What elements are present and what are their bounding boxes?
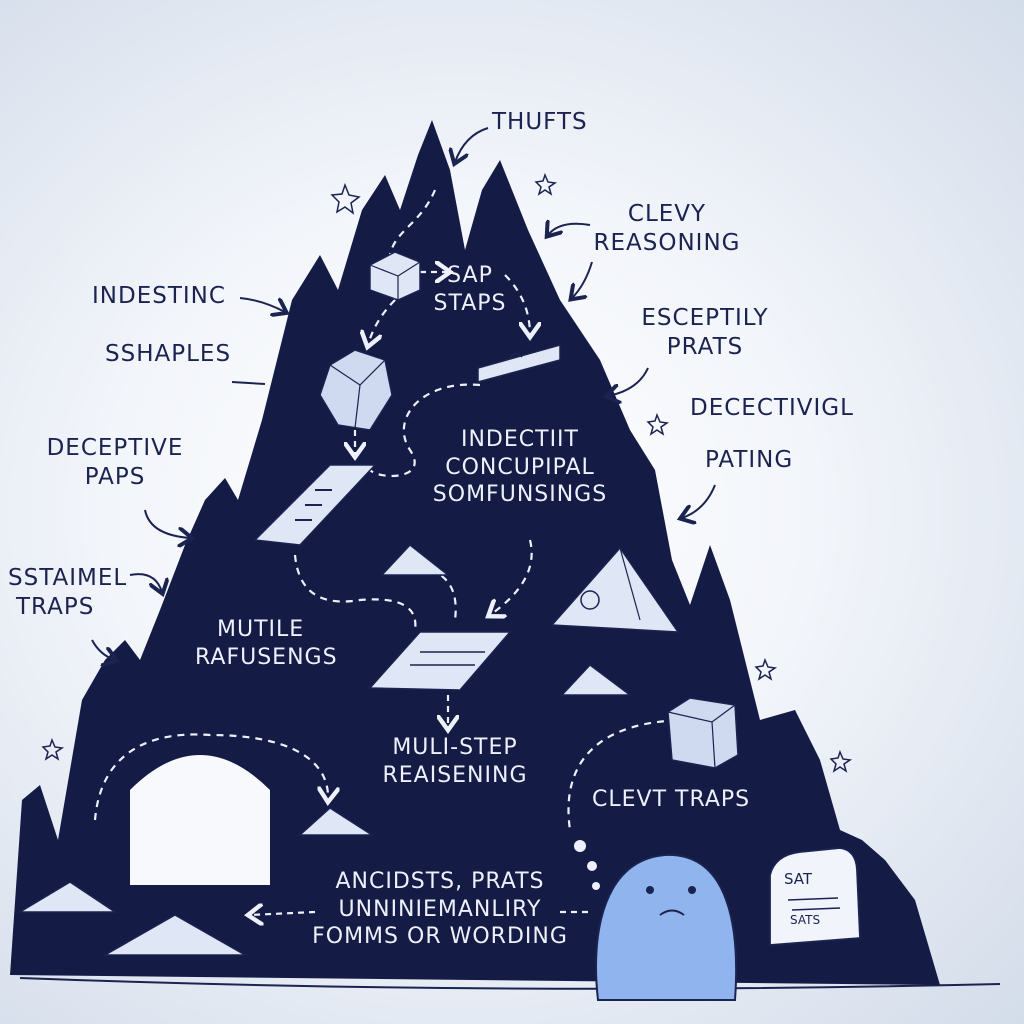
sparkle-icon (829, 749, 853, 773)
tombstone (769, 847, 861, 946)
tombstone-scratch (787, 897, 839, 901)
dashed-path-slab-down (293, 554, 417, 631)
arrow-indesting (239, 297, 285, 312)
arrow-traps (91, 639, 115, 660)
label-ancidsts-line3: FOMMS OR WORDING (312, 924, 568, 949)
slab-block (253, 464, 377, 546)
label-indectiit-line3: SOMFUNSINGS (432, 482, 608, 507)
label-mulistep: MULI-STEP REAISENING (370, 734, 540, 789)
label-indectiit-line1: INDECTIIT (460, 427, 579, 452)
label-ancidsts: ANCIDSTS, PRATS UNNINIEMANLIRY FOMMS OR … (305, 868, 575, 951)
arrow-sstaimel (129, 573, 162, 592)
thought-bubble (587, 861, 597, 871)
creature-eye (646, 886, 654, 894)
label-mutile-line2: RAFUSENGS (195, 644, 338, 670)
arrow-deceptive (144, 509, 190, 538)
arrow-esceptily (608, 367, 649, 396)
arrow-sshaples (231, 381, 266, 385)
dashed-path-sap-to-tile (504, 274, 530, 335)
label-ancidsts-line2: UNNINIEMANLIRY (338, 896, 542, 922)
label-decectivigl: DECECTIVIGL (690, 395, 854, 421)
label-sap-line2: STAPS (433, 290, 507, 316)
pyramid-large (550, 546, 680, 633)
dashed-path-curve-middle (369, 383, 481, 478)
label-clevy-line1: CLEVY (627, 201, 707, 227)
label-mulistep-line1: MULI-STEP (392, 735, 518, 760)
flat-block-bottom (102, 914, 248, 956)
creature (595, 853, 738, 1001)
label-sstaimel-line1: SSTAIMEL (8, 565, 128, 591)
label-sap-staps: SAP STAPS (420, 262, 520, 317)
label-indesting: INDESTINC (92, 283, 226, 309)
label-mutile-line1: MUTILE (217, 617, 305, 642)
flat-block-left (17, 881, 118, 913)
label-clevy-line2: REASONING (593, 229, 741, 256)
thought-bubble (574, 840, 586, 852)
dashed-path-cube-to-poly (368, 299, 396, 345)
cube-block-top (369, 251, 421, 301)
flat-block-lower (298, 807, 375, 836)
tombstone-scratch (791, 907, 841, 911)
sparkle-icon (754, 657, 778, 681)
label-esceptily-prats: ESCEPTILY PRATS (630, 304, 780, 362)
label-mulistep-line2: REAISENING (382, 762, 528, 788)
arrow-pating (682, 484, 716, 518)
tombstone-line-1: SAT (784, 870, 813, 888)
label-sshaples: SSHAPLES (105, 341, 232, 367)
label-indectiit: INDECTIIT CONCUPIPAL SOMFUNSINGS (420, 426, 620, 509)
arrow-thufts (455, 127, 489, 162)
tunnel-opening (130, 755, 270, 890)
label-pating: PATING (705, 447, 794, 473)
sparkle-icon (330, 182, 361, 215)
cube-block-right (667, 697, 739, 769)
label-esceptily-line1: ESCEPTILY (641, 305, 769, 331)
creature-eye (688, 886, 696, 894)
ground-line (19, 977, 1001, 990)
label-clevy-reasoning: CLEVY REASONING (592, 200, 742, 258)
label-deceptive-line1: DECEPTIVE (46, 435, 184, 461)
tablet-block-center (368, 631, 512, 691)
label-mutile-rafusengs: MUTILE RAFUSENGS (195, 616, 338, 671)
label-deceptive-paps: DECEPTIVE PAPS (40, 434, 190, 492)
label-sstaimel-traps: SSTAIMEL TRAPS (8, 564, 127, 622)
tile-block-upper (477, 344, 561, 383)
sparkle-icon (534, 172, 558, 196)
label-indectiit-line2: CONCUPIPAL (445, 454, 595, 480)
polyhedron-block (319, 349, 393, 431)
pyramid-small (380, 543, 451, 576)
creature-mouth (659, 909, 685, 916)
label-esceptily-line2: PRATS (666, 333, 744, 360)
dashed-path-top (388, 189, 437, 256)
thought-bubble (592, 882, 600, 890)
arrow-reasoning (572, 261, 593, 298)
sparkle-icon (41, 737, 65, 761)
label-sap-line1: SAP (447, 263, 493, 288)
dashed-path-creature-thought (567, 718, 691, 831)
dashed-path-tunnel-arch (93, 733, 328, 821)
tombstone-line-3: SATS (790, 913, 820, 927)
label-ancidsts-line1: ANCIDSTS, PRATS (335, 869, 545, 894)
label-deceptive-line2: PAPS (84, 463, 146, 490)
pyramid-center-right (560, 663, 633, 696)
label-sstaimel-line2: TRAPS (16, 593, 95, 620)
sparkle-icon (646, 412, 670, 436)
label-clevt-traps: CLEVT TRAPS (592, 787, 751, 812)
arrow-clevy (548, 224, 591, 235)
tunnel-floor (120, 885, 285, 895)
label-thufts: THUFTS (492, 109, 588, 135)
dashed-path-text-down (490, 539, 533, 615)
